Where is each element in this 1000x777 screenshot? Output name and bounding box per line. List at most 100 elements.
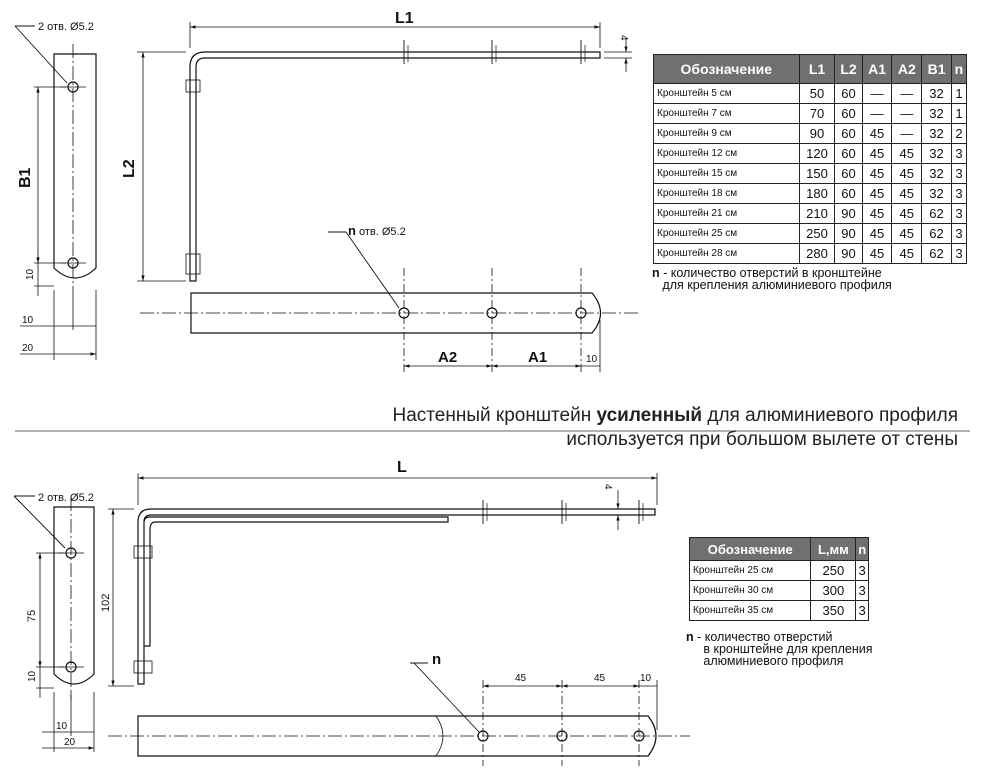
dim-45-a: 45: [515, 673, 527, 684]
table-cell: 60: [834, 83, 863, 104]
table-cell: 60: [834, 103, 863, 124]
dim-10-vertical-2: 10: [27, 670, 38, 682]
table-cell: 3: [855, 600, 869, 621]
bracket2-plan-view: [108, 680, 690, 766]
table-cell: —: [891, 83, 923, 104]
table-cell: 3: [950, 243, 968, 264]
table-cell: 32: [921, 163, 952, 184]
table-cell: 3: [950, 223, 968, 244]
column-header: A1: [861, 54, 893, 84]
dim-75: 75: [26, 610, 38, 622]
row-label: Кронштейн 28 см: [653, 243, 800, 264]
table-cell: 1: [950, 103, 968, 124]
table-cell: 120: [798, 143, 836, 164]
table-cell: 180: [798, 183, 836, 204]
column-header: A2: [891, 54, 923, 84]
table-cell: 90: [798, 123, 836, 144]
table-cell: 45: [891, 243, 923, 264]
dim-10-end-1: 10: [586, 354, 598, 365]
note-n-symbol: n: [652, 266, 660, 280]
table-cell: 45: [891, 163, 923, 184]
row-label: Кронштейн 25 см: [688, 560, 812, 581]
table-cell: —: [861, 103, 893, 124]
table-cell: 45: [861, 143, 893, 164]
row-label: Кронштейн 12 см: [653, 143, 800, 164]
table-cell: 60: [834, 183, 863, 204]
note-n-symbol: n: [686, 630, 694, 644]
table-cell: 3: [855, 580, 869, 601]
table-cell: 3: [950, 163, 968, 184]
table-cell: 45: [861, 223, 893, 244]
column-header: B1: [921, 54, 952, 84]
table-cell: 2: [950, 123, 968, 144]
table-cell: 32: [921, 123, 952, 144]
dim-L1: L1: [395, 10, 414, 27]
table-cell: 45: [891, 183, 923, 204]
column-header: L1: [798, 54, 836, 84]
row-label: Кронштейн 21 см: [653, 203, 800, 224]
table-cell: 45: [891, 143, 923, 164]
table-cell: 45: [891, 203, 923, 224]
note-text: - количество отверстий в кронштейне для …: [662, 266, 892, 292]
dim-45-b: 45: [594, 673, 606, 684]
bracket1-plan-view: [140, 268, 640, 372]
table-cell: 3: [855, 560, 869, 581]
table-cell: 90: [834, 243, 863, 264]
row-label: Кронштейн 7 см: [653, 103, 800, 124]
bracket2-front-view: [133, 500, 656, 685]
dim-A1: A1: [528, 349, 547, 366]
table-cell: 45: [861, 243, 893, 264]
table-cell: 210: [798, 203, 836, 224]
table-cell: 45: [861, 163, 893, 184]
note-holes-count-2: n - количество отверстий в кронштейне дл…: [686, 630, 873, 668]
table-cell: —: [891, 123, 923, 144]
bracket1-front-view: [185, 40, 601, 282]
row-label: Кронштейн 25 см: [653, 223, 800, 244]
bracket1-side-view: [53, 44, 97, 290]
table-cell: 250: [798, 223, 836, 244]
holes-callout-1: 2 отв. Ø5.2: [38, 21, 94, 33]
dim-B1: B1: [17, 167, 34, 188]
dim-10-end-2: 10: [640, 673, 652, 684]
dim-thickness-2: 4: [602, 484, 613, 490]
row-label: Кронштейн 18 см: [653, 183, 800, 204]
row-label: Кронштейн 5 см: [653, 83, 800, 104]
column-header: n: [855, 537, 869, 561]
row-label: Кронштейн 35 см: [688, 600, 812, 621]
dim-20-1: 20: [22, 343, 34, 354]
column-header: L,мм: [810, 537, 857, 561]
bracket2-side-view: [53, 497, 95, 700]
dim-10-vertical-1: 10: [25, 268, 36, 280]
row-label: Кронштейн 30 см: [688, 580, 812, 601]
dim-20-2: 20: [64, 737, 76, 748]
table-cell: 250: [810, 560, 857, 581]
column-header: Обозначение: [688, 537, 812, 561]
table-cell: —: [891, 103, 923, 124]
table-cell: 3: [950, 183, 968, 204]
table-cell: 45: [861, 183, 893, 204]
table-cell: 32: [921, 103, 952, 124]
table-cell: 32: [921, 143, 952, 164]
table-cell: 45: [891, 223, 923, 244]
note-holes-count-1: n - количество отверстий в кронштейне дл…: [652, 266, 892, 292]
holes-callout-2: 2 отв. Ø5.2: [38, 492, 94, 504]
table-cell: 45: [861, 123, 893, 144]
dim-10-horizontal-1: 10: [22, 315, 34, 326]
table-cell: 3: [950, 143, 968, 164]
dim-L2: L2: [121, 159, 138, 178]
dim-thickness-1: 4: [618, 35, 629, 41]
